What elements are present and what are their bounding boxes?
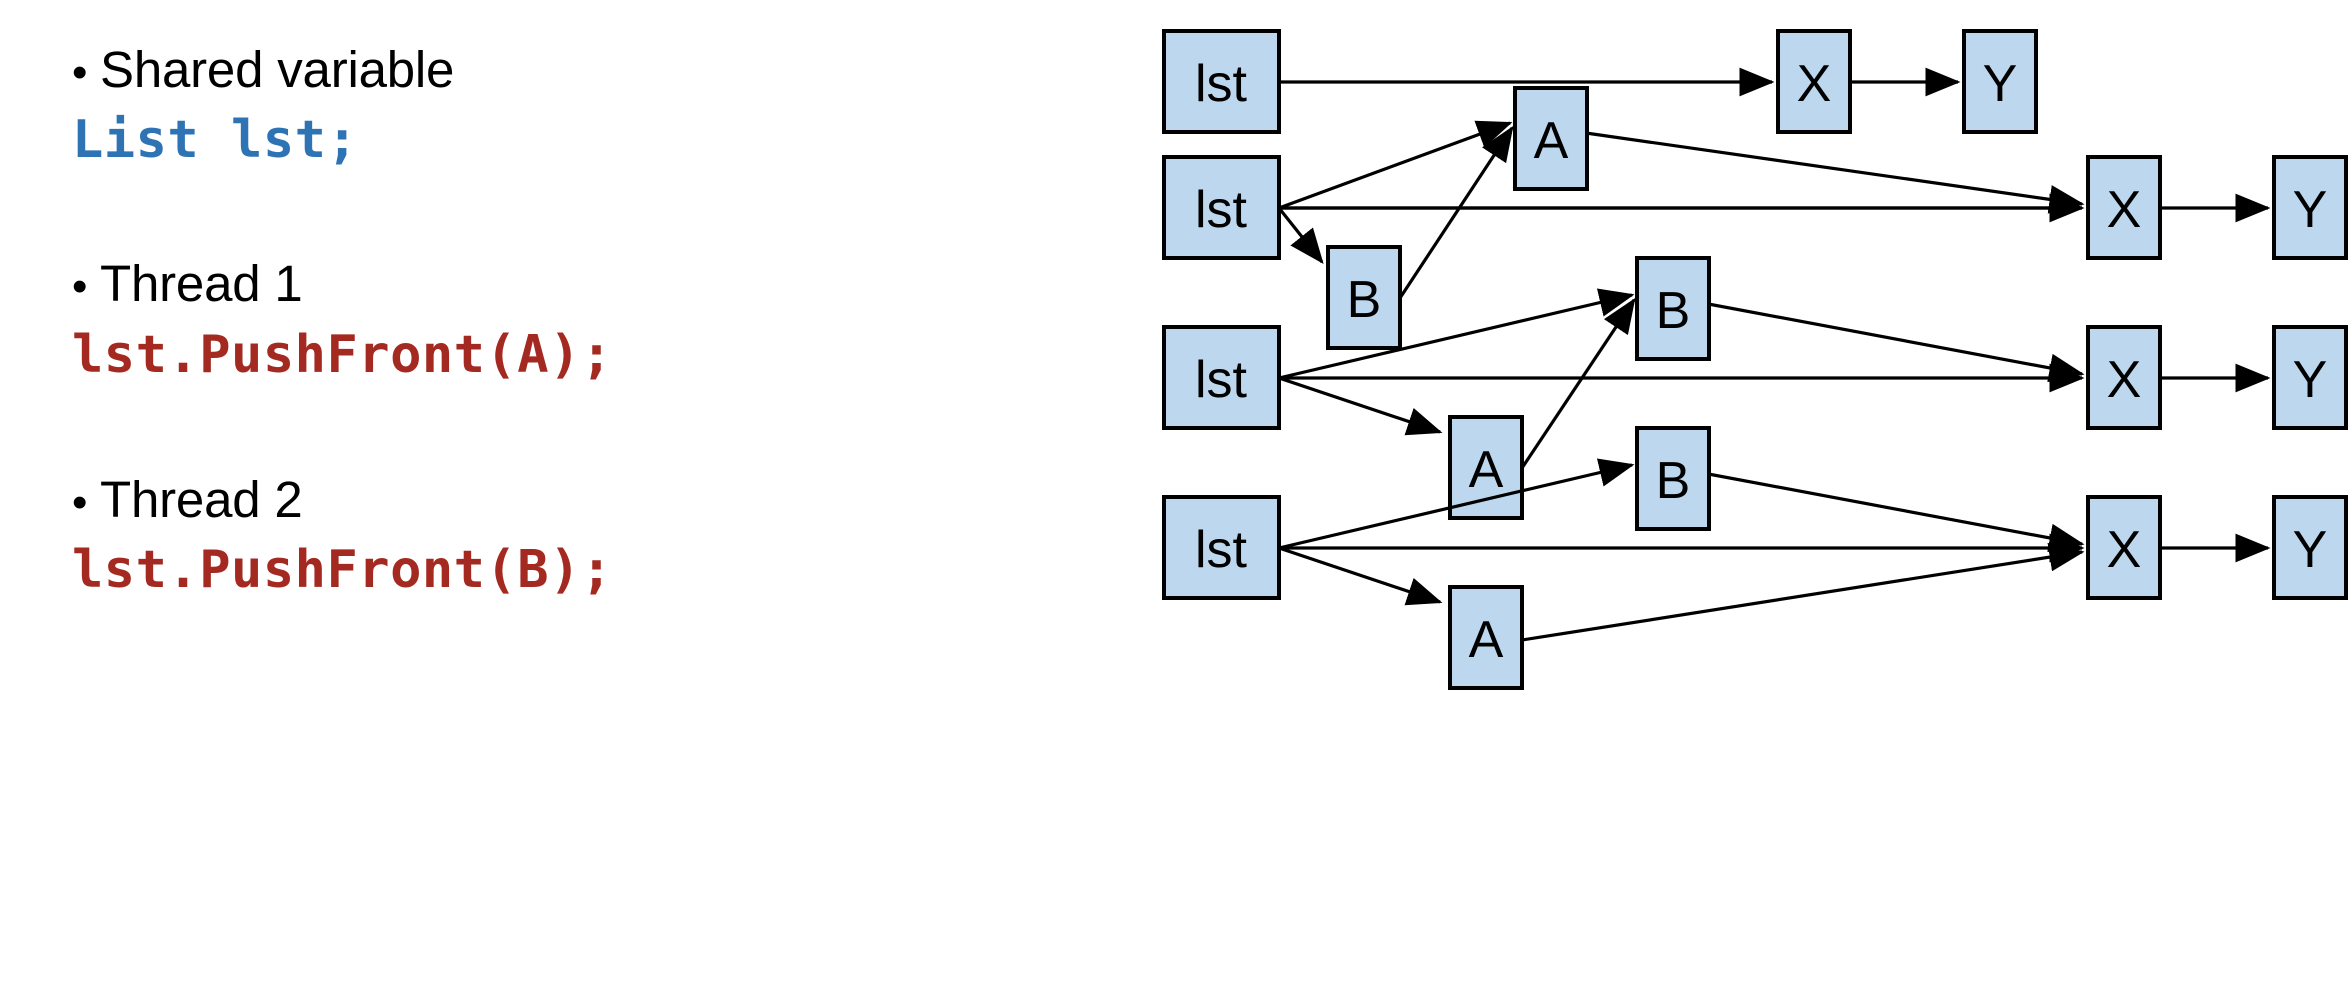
node-label: Y <box>1983 55 2018 113</box>
node-lst-row2: lst <box>1162 155 1281 260</box>
node-box <box>2086 495 2162 600</box>
node-b-row4: B <box>1635 426 1711 531</box>
node-label: A <box>1469 611 1504 669</box>
bullet-shared-variable: • Shared variable <box>72 40 454 99</box>
code-thread2-call: lst.PushFront(B); <box>72 540 613 600</box>
node-label: B <box>1656 282 1691 340</box>
node-x-row1: X <box>1776 29 1852 134</box>
bullet-marker-icon: • <box>72 262 88 311</box>
edge-lst3-to-b3 <box>1278 288 1635 380</box>
node-box <box>1162 495 1281 600</box>
node-x-row2: X <box>2086 155 2162 260</box>
edge-b3-to-x3 <box>1686 298 2085 383</box>
node-box <box>1635 426 1711 531</box>
node-box <box>1448 415 1524 520</box>
node-lst-row4: lst <box>1162 495 1281 600</box>
node-b-row3: B <box>1635 256 1711 361</box>
code-thread1-call: lst.PushFront(A); <box>72 325 613 385</box>
node-box <box>1448 585 1524 690</box>
edge-a2-to-x2 <box>1564 128 2085 214</box>
edge-b2-to-a2 <box>1398 125 1514 299</box>
node-label: lst <box>1195 55 1248 113</box>
edge-lst3-to-a3 <box>1278 376 1443 436</box>
bullet-thread-2: • Thread 2 <box>72 470 303 529</box>
node-label: X <box>2107 351 2142 409</box>
node-b-row2: B <box>1326 245 1402 350</box>
slide-text-column: • Shared variable List lst; • Thread 1 l… <box>0 0 1060 998</box>
edge-lst4-to-a4 <box>1278 546 1443 606</box>
node-label: A <box>1534 112 1569 170</box>
node-y-row2: Y <box>2272 155 2348 260</box>
node-box <box>1635 256 1711 361</box>
node-y-row3: Y <box>2272 325 2348 430</box>
node-label: lst <box>1195 181 1248 239</box>
node-box <box>2272 495 2348 600</box>
node-box <box>2086 155 2162 260</box>
node-label: X <box>1797 55 1832 113</box>
bullet-marker-icon: • <box>72 478 88 527</box>
diagram-row-lost-update-result: lst B A X Y <box>1162 426 2348 690</box>
node-label: X <box>2107 521 2142 579</box>
diagram-row-thread2-pushfront-b: lst B A X Y <box>1162 256 2348 520</box>
node-x-row3: X <box>2086 325 2162 430</box>
edge-lst2-to-a2 <box>1278 120 1513 210</box>
code-declaration: List lst; <box>72 110 359 170</box>
bullet-marker-icon: • <box>72 48 88 97</box>
node-label: lst <box>1195 351 1248 409</box>
diagram-row-initial-state: lst X Y <box>1162 29 2038 134</box>
edge-b4-to-x4 <box>1686 468 2085 553</box>
node-box <box>2086 325 2162 430</box>
node-box <box>1326 245 1402 350</box>
node-label: X <box>2107 181 2142 239</box>
bullet-label-thread-1: Thread 1 <box>100 255 303 312</box>
node-label: lst <box>1195 521 1248 579</box>
diagram-canvas: lst X Y <box>1162 29 2348 690</box>
node-x-row4: X <box>2086 495 2162 600</box>
node-label: B <box>1656 452 1691 510</box>
edge-a3-to-b3 <box>1520 297 1636 469</box>
node-box <box>1513 86 1589 191</box>
node-label: Y <box>2293 521 2328 579</box>
bullet-thread-1: • Thread 1 <box>72 254 303 313</box>
node-box <box>1776 29 1852 134</box>
node-label: A <box>1469 441 1504 499</box>
node-a-row3: A <box>1448 415 1524 520</box>
node-box <box>1162 325 1281 430</box>
edge-lst4-to-b4 <box>1278 458 1635 550</box>
diagram-row-thread1-pushfront-a: lst A B X Y <box>1162 86 2348 350</box>
bullet-label-thread-2: Thread 2 <box>100 471 303 528</box>
linked-list-diagram: lst X Y <box>1060 0 2348 998</box>
node-label: Y <box>2293 351 2328 409</box>
node-a-row4: A <box>1448 585 1524 690</box>
node-lst-row3: lst <box>1162 325 1281 430</box>
edge-lst2-to-b2 <box>1277 207 1324 265</box>
node-y-row1: Y <box>1962 29 2038 134</box>
node-a-row2: A <box>1513 86 1589 191</box>
node-box <box>1162 29 1281 134</box>
node-box <box>1162 155 1281 260</box>
node-label: B <box>1347 271 1382 329</box>
edge-a4-to-x4 <box>1521 542 2085 642</box>
node-box <box>1962 29 2038 134</box>
bullet-label-shared-variable: Shared variable <box>100 41 455 98</box>
node-box <box>2272 325 2348 430</box>
node-label: Y <box>2293 181 2328 239</box>
node-box <box>2272 155 2348 260</box>
node-lst-row1: lst <box>1162 29 1281 134</box>
node-y-row4: Y <box>2272 495 2348 600</box>
